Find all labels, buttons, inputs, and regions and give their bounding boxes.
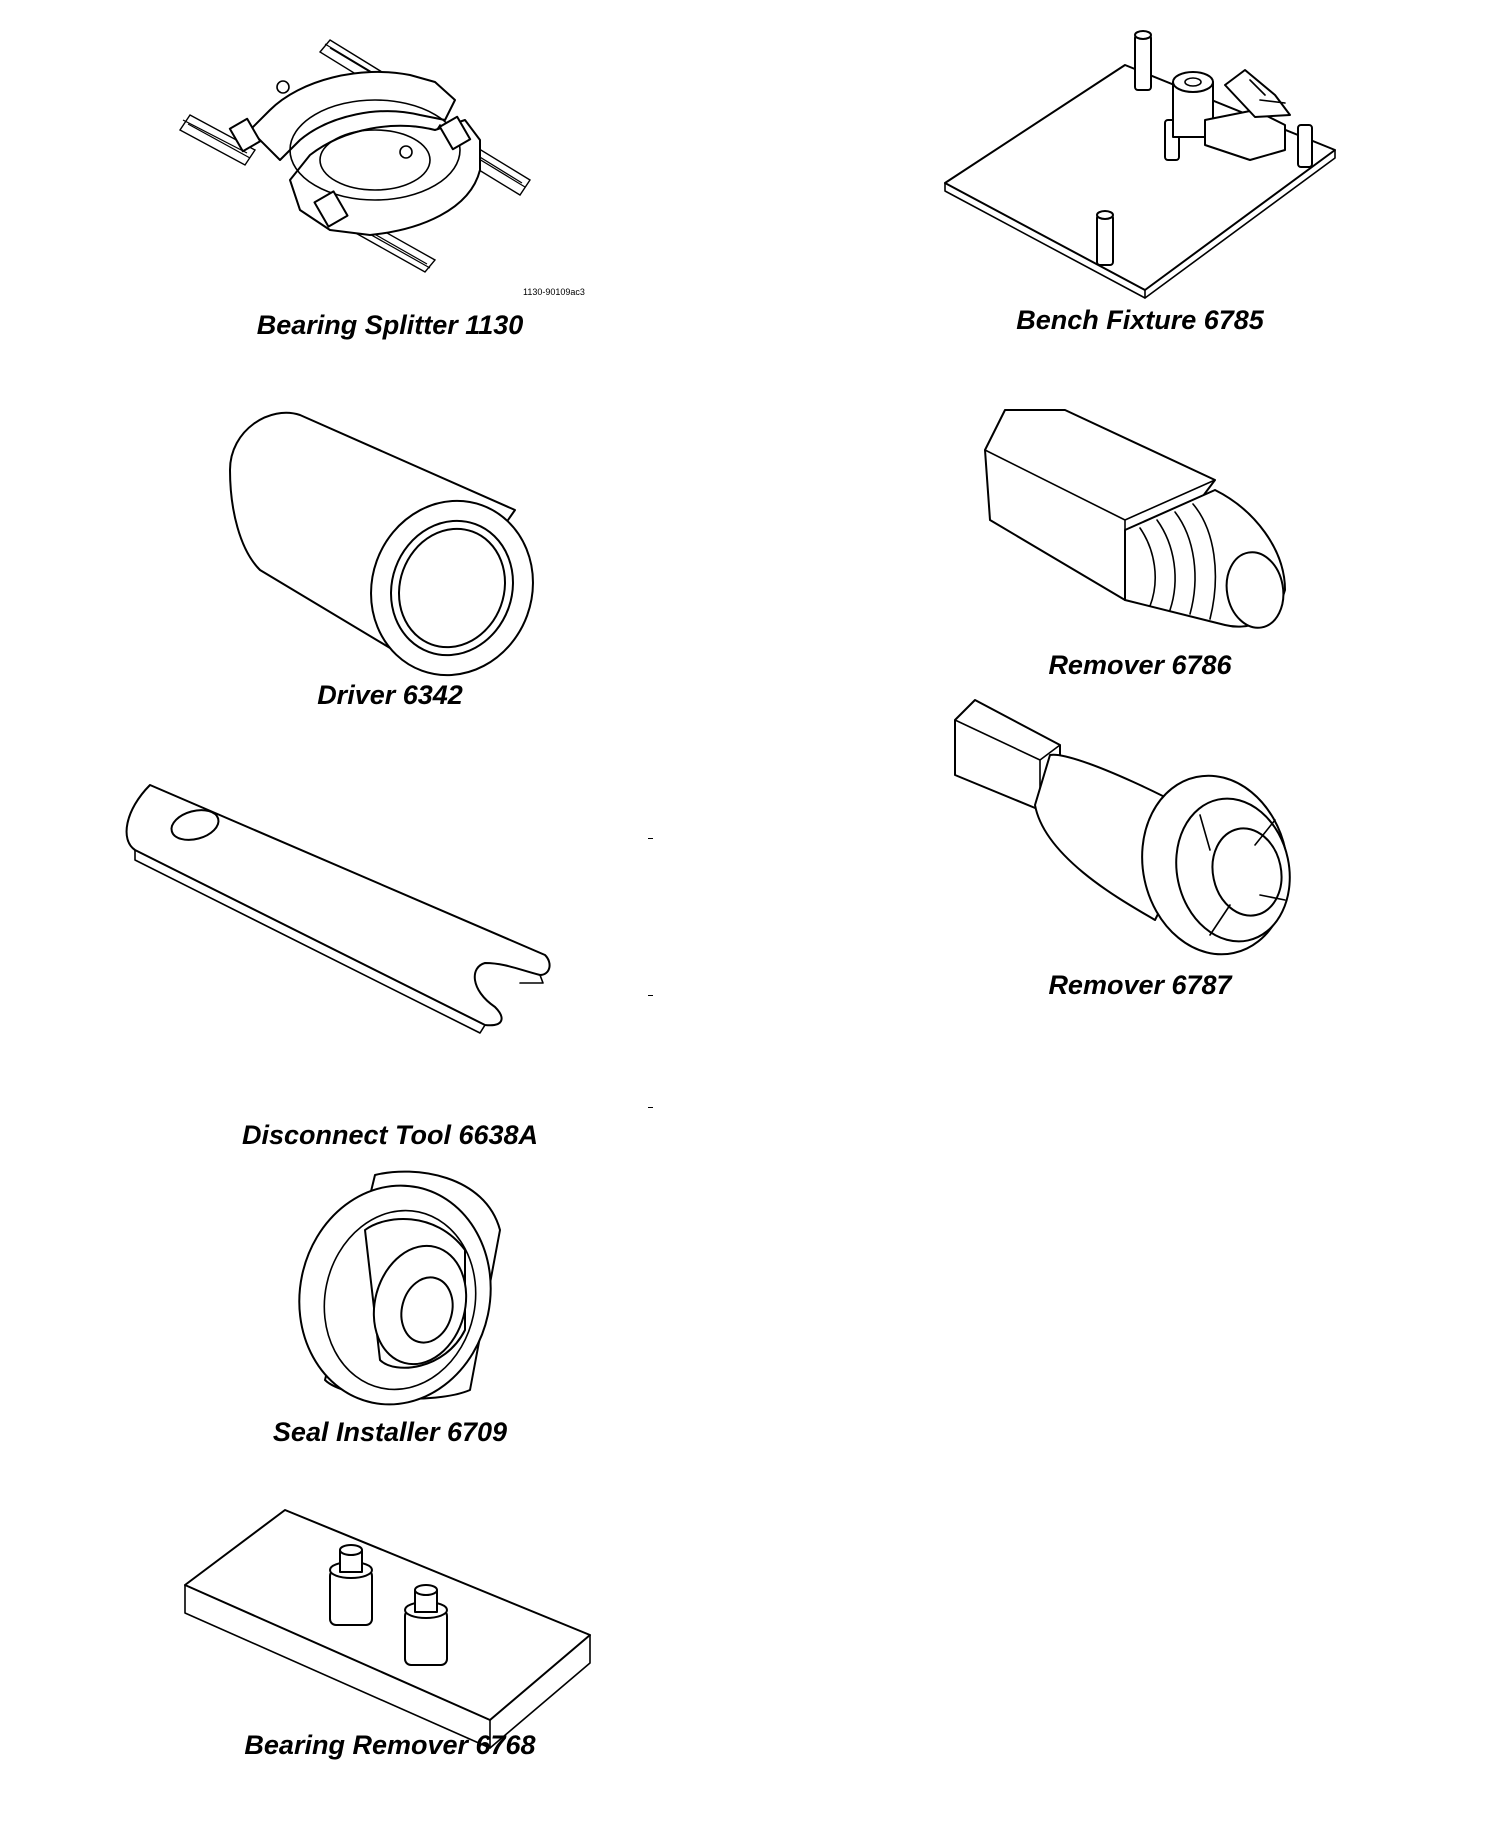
caption-bench-fixture: Bench Fixture 6785: [1016, 305, 1264, 335]
bearing-remover-plate-icon: [185, 1465, 595, 1725]
margin-tick: [648, 838, 653, 839]
bolt-remover-icon: [955, 700, 1335, 960]
driver-icon: [230, 410, 550, 680]
art-code: 1130-90109ac3: [523, 287, 585, 297]
margin-tick: [648, 1107, 653, 1108]
seal-installer-icon: [285, 1170, 525, 1410]
wrench-icon: [125, 785, 565, 1050]
margin-tick: [648, 995, 653, 996]
bench-fixture-icon: [945, 25, 1355, 300]
caption-seal-installer: Seal Installer 6709: [272, 1417, 508, 1447]
caption-bearing-splitter: Bearing Splitter 1130: [256, 310, 524, 340]
caption-disconnect-tool: Disconnect Tool 6638A: [241, 1120, 539, 1150]
caption-driver: Driver 6342: [317, 680, 463, 710]
bearing-splitter-icon: [180, 20, 600, 290]
caption-remover-6786: Remover 6786: [1048, 650, 1232, 680]
caption-bearing-remover: Bearing Remover 6768: [244, 1730, 536, 1760]
caption-remover-6787: Remover 6787: [1048, 970, 1232, 1000]
threaded-remover-icon: [985, 410, 1305, 640]
